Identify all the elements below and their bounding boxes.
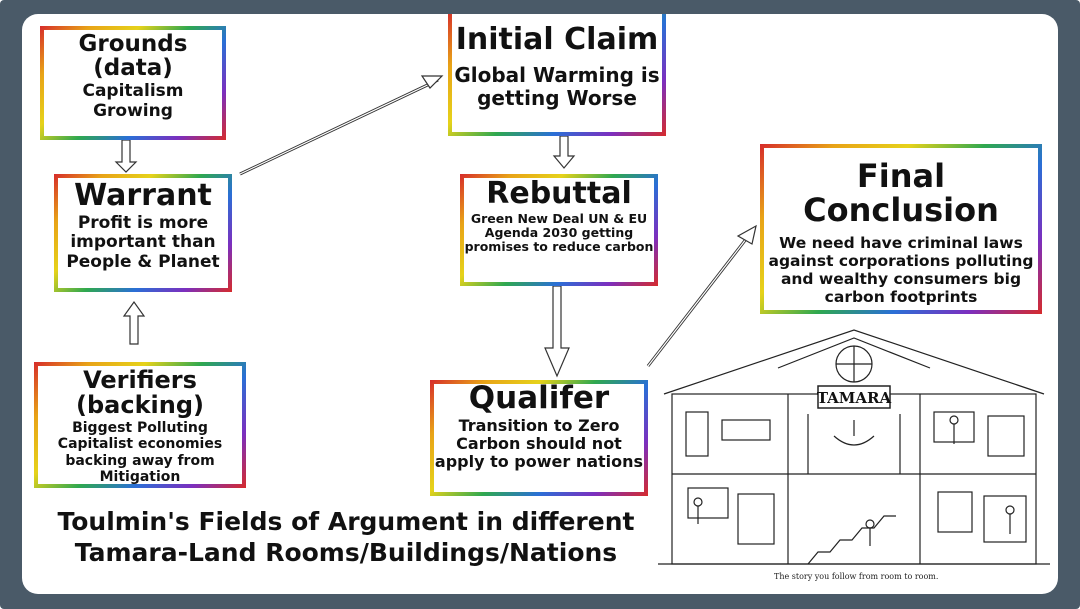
grounds-text: Capitalism Growing [82, 81, 184, 121]
arrow-verifiers-to-warrant [122, 300, 146, 345]
initial-claim-box: Initial Claim Global Warming is getting … [448, 14, 666, 136]
grounds-title: Grounds (data) [78, 31, 188, 82]
tamara-sign: TAMARA [817, 389, 892, 407]
grounds-box: Grounds (data) Capitalism Growing [40, 26, 226, 140]
warrant-box: Warrant Profit is more important than Pe… [54, 174, 232, 292]
rebuttal-text: Green New Deal UN & EU Agenda 2030 getti… [464, 210, 654, 255]
verifiers-title: Verifiers (backing) [76, 366, 204, 420]
caption-line-1: Toulmin's Fields of Argument in differen… [57, 507, 635, 536]
arrow-grounds-to-warrant [114, 139, 138, 173]
initial-claim-title: Initial Claim [455, 22, 659, 57]
caption-line-2: Tamara-Land Rooms/Buildings/Nations [74, 538, 618, 568]
warrant-title: Warrant [74, 178, 212, 213]
rebuttal-box: Rebuttal Green New Deal UN & EU Agenda 2… [460, 174, 658, 286]
warrant-text: Profit is more important than People & P… [66, 212, 220, 272]
verifiers-text: Biggest Polluting Capitalist economies b… [57, 420, 223, 485]
diagram-canvas: Grounds (data) Capitalism Growing Warran… [22, 14, 1058, 594]
qualifier-text: Transition to Zero Carbon should not app… [434, 415, 644, 472]
arrow-warrant-to-claim [239, 75, 444, 176]
qualifier-box: Qualifer Transition to Zero Carbon shoul… [430, 380, 648, 496]
initial-claim-text: Global Warming is getting Worse [454, 62, 660, 110]
tamara-building-illustration: TAMARA [658, 329, 1050, 565]
rebuttal-title: Rebuttal [486, 176, 632, 211]
verifiers-box: Verifiers (backing) Biggest Polluting Ca… [34, 362, 246, 488]
diagram-caption: Toulmin's Fields of Argument in differen… [46, 506, 646, 569]
illustration-caption: The story you follow from room to room. [774, 572, 939, 581]
final-conclusion-title: Final Conclusion [803, 157, 999, 229]
qualifier-title: Qualifer [468, 380, 610, 416]
final-conclusion-box: Final Conclusion We need have criminal l… [760, 144, 1042, 314]
arrow-rebuttal-to-qualifier [544, 285, 570, 378]
final-conclusion-text: We need have criminal laws against corpo… [768, 234, 1034, 306]
arrow-claim-to-rebuttal [552, 135, 576, 169]
